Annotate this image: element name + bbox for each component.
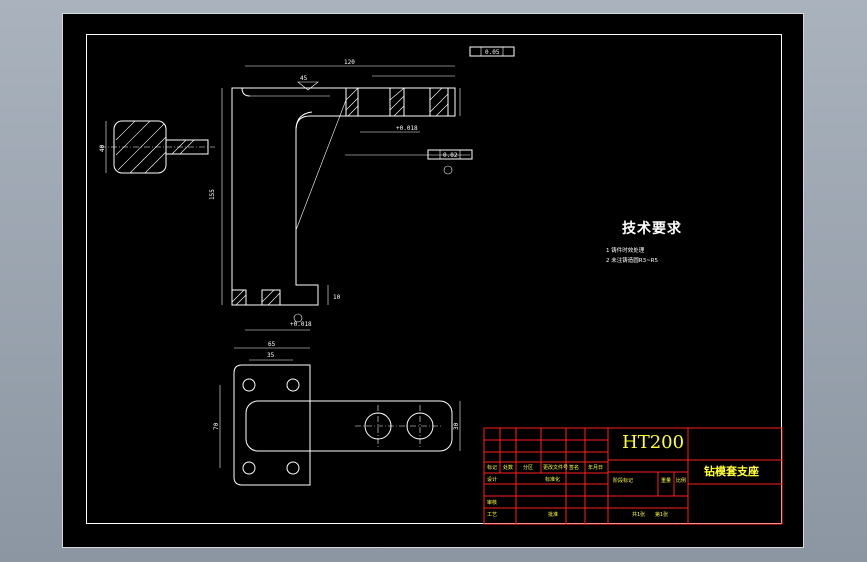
tb-row-design: 设计 — [487, 477, 498, 483]
tb-stage-mark: 阶段标记 — [613, 478, 634, 484]
part-name: 钻模套支座 — [704, 465, 759, 478]
svg-text:10: 10 — [333, 294, 341, 301]
technical-requirements-title: 技术要求 — [622, 221, 682, 237]
svg-text:70: 70 — [213, 422, 220, 430]
tb-header-sign: 签名 — [569, 465, 580, 471]
svg-text:+0.018: +0.018 — [396, 125, 418, 132]
svg-text:+0.018: +0.018 — [290, 321, 312, 328]
flange-hole-section-2 — [389, 87, 405, 117]
cross-section: 40 — [99, 120, 215, 174]
tb-header-date: 年月日 — [588, 465, 604, 471]
flange-hole-section-1 — [345, 87, 359, 117]
tb-scale: 比例 — [676, 478, 687, 484]
svg-text:155: 155 — [209, 189, 216, 200]
side-view: 120 155 10 +0.018 +0.018 0.05 0.02 45 — [209, 46, 515, 331]
svg-text:45: 45 — [300, 75, 308, 82]
tb-header-change: 更改文件号 — [543, 465, 569, 471]
flange-hole-section-3 — [429, 87, 449, 117]
svg-text:65: 65 — [268, 341, 276, 348]
material-label: HT200 — [622, 432, 685, 453]
requirement-item-1: 1 铸件时效处理 — [606, 248, 645, 254]
tb-approve: 批准 — [548, 512, 559, 518]
tb-sheets-total: 共1张 — [632, 512, 646, 518]
tb-row-process: 工艺 — [487, 512, 498, 518]
plan-view: 65 35 70 30 — [213, 341, 461, 486]
requirement-item-2: 2 未注铸造圆R3~R5 — [606, 258, 658, 264]
svg-text:30: 30 — [453, 422, 460, 430]
drawing-sheet — [62, 13, 804, 548]
tb-standardization: 标准化 — [545, 477, 561, 483]
title-block — [483, 427, 783, 525]
tb-header-mark: 标记 — [487, 465, 498, 471]
svg-text:40: 40 — [99, 144, 106, 152]
tb-sheet-no: 第1张 — [655, 512, 669, 518]
drawing-frame — [86, 34, 782, 524]
tb-header-zone: 分区 — [523, 465, 534, 471]
svg-text:0.02: 0.02 — [443, 152, 458, 159]
svg-text:0.05: 0.05 — [485, 49, 500, 56]
svg-text:35: 35 — [267, 352, 275, 359]
tb-weight: 重量 — [661, 478, 672, 484]
svg-text:120: 120 — [344, 59, 355, 66]
tb-row-review: 审核 — [487, 500, 498, 506]
tb-header-count: 处数 — [503, 465, 514, 471]
